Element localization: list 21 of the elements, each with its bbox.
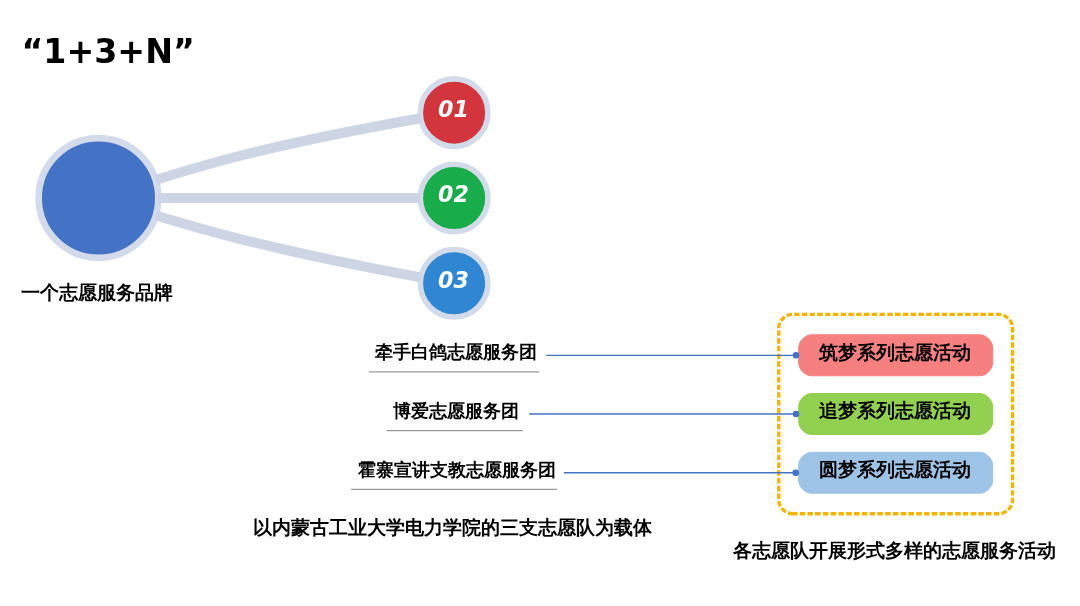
cluster xyxy=(777,312,1015,515)
connector xyxy=(528,410,800,417)
connector xyxy=(545,351,800,359)
node-box: 圆梦系列志愿活动 xyxy=(798,451,994,494)
node-circle xyxy=(35,134,162,261)
node-circle: 01 xyxy=(417,75,491,149)
node-text: 牵手白鸽志愿服务团 xyxy=(375,341,538,362)
label: 以内蒙古工业大学电力学院的三支志愿队为载体 xyxy=(253,516,653,538)
label: 各志愿队开展形式多样的志愿服务活动 xyxy=(732,539,1056,561)
diagram-title: “1+3+N” xyxy=(21,31,195,71)
node-text: 霍寨宣讲支教志愿服务团 xyxy=(357,459,556,480)
connector xyxy=(154,112,422,185)
connector xyxy=(158,192,421,203)
node-circle: 03 xyxy=(417,246,491,320)
connector xyxy=(563,468,800,476)
connector xyxy=(154,210,422,282)
node-box: 追梦系列志愿活动 xyxy=(798,392,994,435)
node-box: 筑梦系列志愿活动 xyxy=(798,333,994,376)
label: 一个志愿服务品牌 xyxy=(21,281,174,303)
node-text: 博爱志愿服务团 xyxy=(393,400,520,421)
node-circle: 02 xyxy=(417,160,491,235)
